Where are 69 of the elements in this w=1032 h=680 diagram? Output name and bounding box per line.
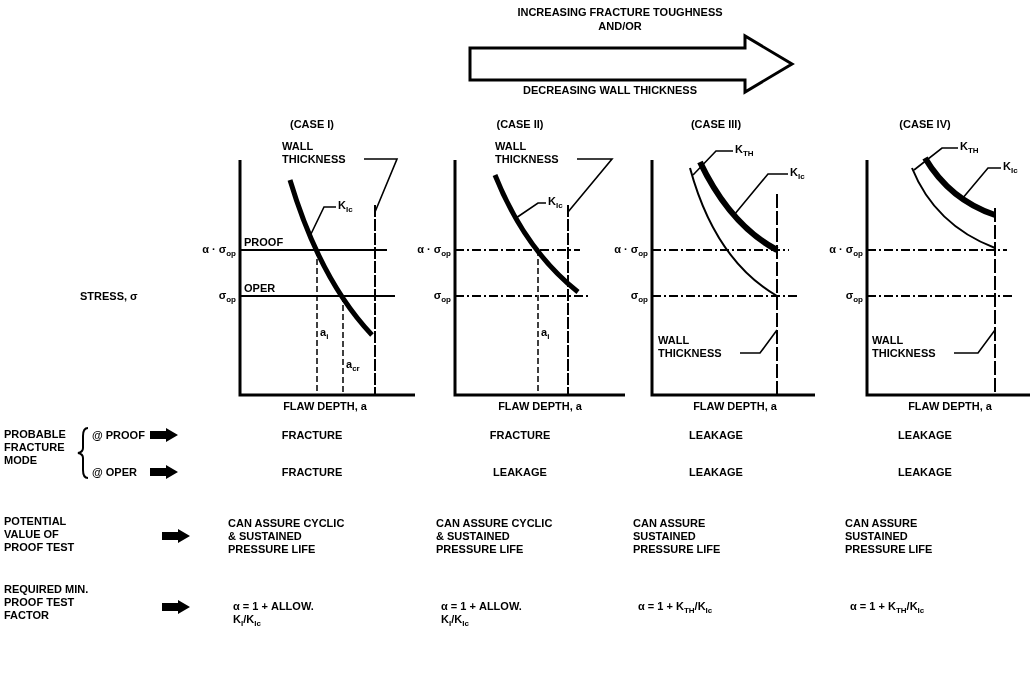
part-label: K$_{Ic}$ xyxy=(1003,160,1018,173)
leader-line xyxy=(567,158,614,213)
leader-line xyxy=(961,167,1002,200)
line-label: OPER xyxy=(244,282,276,295)
axis-tick-label: α · σ$_{op}$ xyxy=(202,243,236,256)
table-text: CAN ASSURE SUSTAINED PRESSURE LIFE xyxy=(633,517,722,556)
row-header: @ OPER xyxy=(92,466,137,479)
panel-title: (CASE II) xyxy=(496,118,544,131)
curve xyxy=(492,174,580,294)
line-label: a$_{i}$ xyxy=(320,326,329,339)
axis-tick-label: α · σ$_{op}$ xyxy=(417,243,451,256)
leader-line xyxy=(733,173,789,216)
curve xyxy=(911,167,996,249)
table-text: FRACTURE xyxy=(489,429,551,442)
part-label: WALL THICKNESS xyxy=(495,140,575,166)
leader-line xyxy=(692,150,734,176)
part-label: K$_{TH}$ xyxy=(960,140,979,153)
table-text: α = 1 + K$_{TH}$/K$_{Ic}$ xyxy=(638,600,714,613)
table-text: CAN ASSURE SUSTAINED PRESSURE LIFE xyxy=(845,517,934,556)
wall-thickness-line xyxy=(567,204,569,396)
curve xyxy=(689,167,778,297)
table-text: CAN ASSURE CYCLIC & SUSTAINED PRESSURE LIFE xyxy=(436,517,554,556)
table-text: LEAKAGE xyxy=(689,429,743,442)
table-text: FRACTURE xyxy=(281,429,343,442)
line-label: PROOF xyxy=(244,236,284,249)
leader-line xyxy=(913,147,959,171)
table-text: α = 1 + ALLOW. K$_{I}$/K$_{Ic}$ xyxy=(233,600,315,626)
wall-thickness-line xyxy=(776,193,778,396)
axis-tick-label: σ$_{op}$ xyxy=(845,289,863,302)
table-text: CAN ASSURE CYCLIC & SUSTAINED PRESSURE LIFE xyxy=(228,517,346,556)
row-header: PROBABLE FRACTURE MODE xyxy=(4,428,67,467)
axis-label: STRESS, σ xyxy=(80,290,138,303)
row-header: POTENTIAL VALUE OF PROOF TEST xyxy=(4,515,76,554)
row-header: REQUIRED MIN. PROOF TEST FACTOR xyxy=(4,583,90,622)
part-label: K$_{Ic}$ xyxy=(790,166,805,179)
axis-tick-label: α · σ$_{op}$ xyxy=(614,243,648,256)
table-text: LEAKAGE xyxy=(898,466,952,479)
table-text: FRACTURE xyxy=(281,466,343,479)
part-label: WALL THICKNESS xyxy=(658,334,738,360)
table-text: LEAKAGE xyxy=(689,466,743,479)
arrow-caption: AND/OR xyxy=(598,20,642,33)
panel-title: (CASE IV) xyxy=(899,118,951,131)
axis-tick-label: α · σ$_{op}$ xyxy=(829,243,863,256)
table-text: α = 1 + K$_{TH}$/K$_{Ic}$ xyxy=(850,600,926,613)
line-label: a$_{i}$ xyxy=(541,326,550,339)
part-label: WALL THICKNESS xyxy=(282,140,362,166)
table-text: LEAKAGE xyxy=(898,429,952,442)
axis-tick-label: σ$_{op}$ xyxy=(218,289,236,302)
curve xyxy=(922,156,997,218)
line-label: a$_{cr}$ xyxy=(346,358,360,371)
leader-line xyxy=(739,329,778,354)
wall-thickness-line xyxy=(374,204,376,396)
row-header: @ PROOF xyxy=(92,429,145,442)
panel-title: (CASE III) xyxy=(690,118,742,131)
arrow-caption: INCREASING FRACTURE TOUGHNESS xyxy=(517,6,723,19)
curve xyxy=(697,160,779,253)
leader-line xyxy=(309,206,337,237)
table-text: α = 1 + ALLOW. K$_{I}$/K$_{Ic}$ xyxy=(441,600,523,626)
leader-line xyxy=(515,202,547,219)
curve xyxy=(287,179,374,337)
leader-line xyxy=(953,329,996,354)
part-label: WALL THICKNESS xyxy=(872,334,952,360)
part-label: K$_{TH}$ xyxy=(735,143,754,156)
panel-title: (CASE I) xyxy=(290,118,334,131)
arrow-caption: DECREASING WALL THICKNESS xyxy=(523,84,697,97)
axis-tick-label: σ$_{op}$ xyxy=(433,289,451,302)
leader-line xyxy=(363,158,399,213)
axis-tick-label: σ$_{op}$ xyxy=(630,289,648,302)
table-text: LEAKAGE xyxy=(493,466,547,479)
